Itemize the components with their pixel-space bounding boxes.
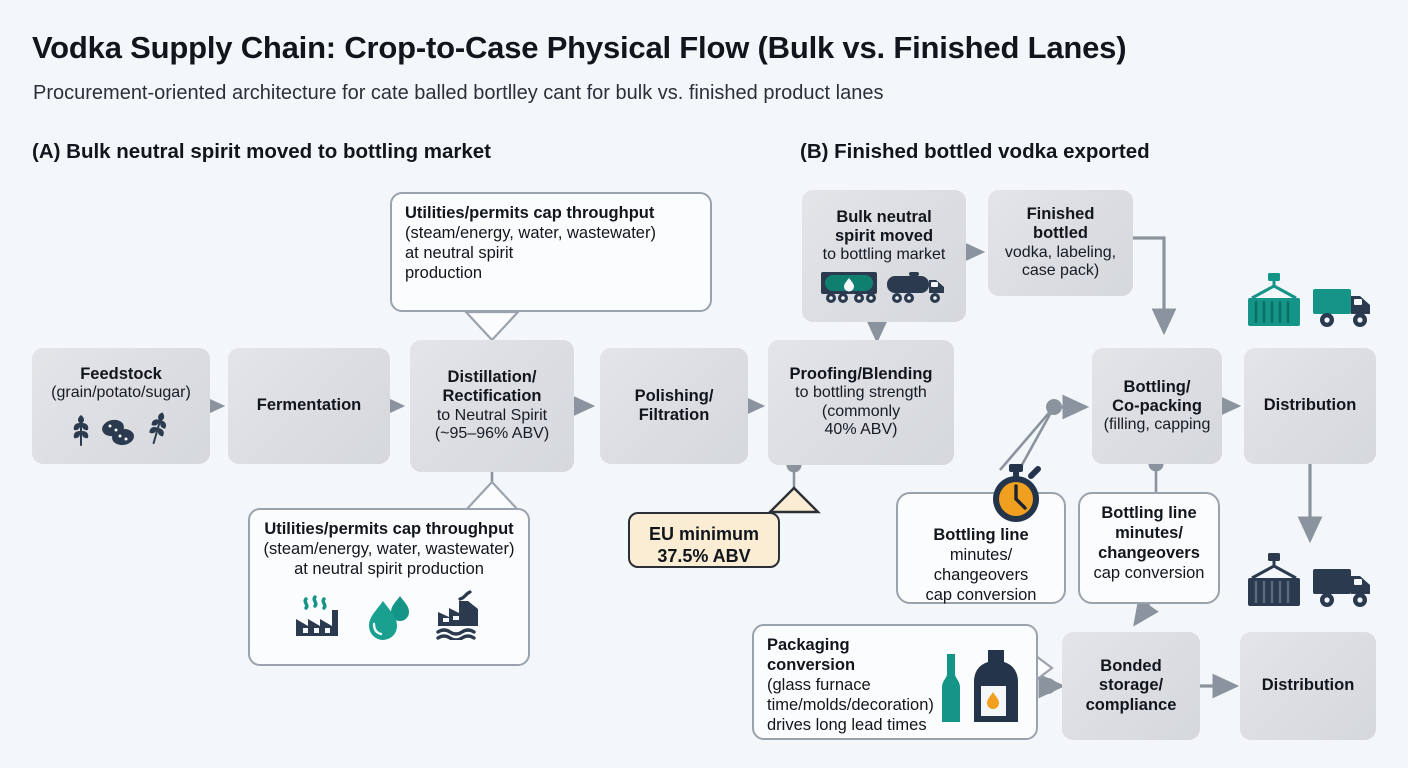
callout-bottling-line-left[interactable]: Bottling line minutes/ changeovers cap c… [896, 492, 1066, 604]
export-icons-bottom [1244, 552, 1376, 610]
callout-pkg-l2: time/molds/decoration) [767, 695, 934, 714]
callout-pkg-l1: (glass furnace [767, 675, 871, 694]
node-proofing-sub-3: 40% ABV) [824, 421, 898, 439]
callout-utilities-top-hd: Utilities/permits cap throughput [405, 204, 655, 222]
factory-steam-icon [296, 595, 338, 636]
wheat-icon [149, 412, 167, 444]
callout-pkg-l3: drives long lead times [767, 715, 927, 734]
node-distillation-title-2: Rectification [442, 387, 542, 406]
callout-bl-right-l1: cap conversion [1093, 563, 1205, 582]
callout-utilities-bottom-l1: (steam/energy, water, wastewater) [263, 539, 515, 558]
node-bonded-title-2: storage/ [1098, 676, 1164, 695]
node-finished-sub-1: vodka, labeling, [1004, 243, 1117, 261]
node-distillation-sub-2: (~95–96% ABV) [434, 425, 550, 443]
node-distribution-top-title: Distribution [1263, 396, 1357, 415]
callout-tail [463, 310, 521, 342]
delivery-truck-icon [1313, 289, 1370, 327]
potato-icon [102, 419, 134, 445]
node-distillation-title-1: Distillation/ [447, 368, 537, 387]
callout-utilities-top[interactable]: Utilities/permits cap throughput (steam/… [390, 192, 712, 312]
callout-utilities-bottom-hd: Utilities/permits cap throughput [264, 520, 514, 538]
glass-bottle-icon [941, 653, 960, 722]
callout-utilities-bottom-l2: at neutral spirit production [294, 559, 484, 578]
export-icons-top [1244, 272, 1376, 330]
node-bottling-sub: (filling, capping [1103, 415, 1211, 433]
node-fermentation-title: Fermentation [256, 396, 362, 415]
node-fermentation[interactable]: Fermentation [228, 348, 390, 464]
node-finished-title-1: Finished [1026, 205, 1095, 224]
callout-bl-left-hd: Bottling line [933, 526, 1029, 544]
shipping-container-icon [1248, 273, 1300, 326]
node-proofing[interactable]: Proofing/Blending to bottling strength (… [768, 340, 954, 465]
hub-dot [484, 311, 500, 327]
node-bonded-title-3: compliance [1085, 695, 1177, 714]
node-bottling-title-2: Co-packing [1112, 396, 1202, 415]
water-droplet-icon [369, 595, 409, 640]
node-polishing-title-1: Polishing/ [634, 386, 714, 405]
tanker-truck-icon [887, 272, 944, 304]
node-feedstock[interactable]: Feedstock (grain/potato/sugar) [32, 348, 210, 464]
callout-utilities-top-l1: (steam/energy, water, wastewater) [405, 223, 656, 242]
node-bottling-copacking[interactable]: Bottling/ Co-packing (filling, capping [1092, 348, 1222, 464]
node-distillation-sub-1: to Neutral Spirit [436, 406, 548, 424]
callout-bl-right-hd-2: minutes/ [1115, 523, 1183, 542]
node-bulk-moved-title-1: Bulk neutral [836, 207, 932, 226]
callout-eu-l1: EU minimum [648, 524, 759, 544]
node-polishing[interactable]: Polishing/ Filtration [600, 348, 748, 464]
section-b-label: (B) Finished bottled vodka exported [800, 140, 1150, 163]
callout-packaging-conversion[interactable]: Packaging conversion (glass furnace time… [752, 624, 1038, 740]
node-proofing-sub-1: to bottling strength [795, 384, 927, 402]
page-title: Vodka Supply Chain: Crop-to-Case Physica… [32, 30, 1127, 65]
node-feedstock-title: Feedstock [80, 365, 162, 384]
node-bonded-title-1: Bonded [1100, 657, 1162, 676]
node-finished-sub-2: case pack) [1021, 262, 1100, 280]
node-bulk-moved[interactable]: Bulk neutral spirit moved to bottling ma… [802, 190, 966, 322]
node-feedstock-sub: (grain/potato/sugar) [51, 384, 191, 402]
node-bulk-moved-title-2: spirit moved [834, 226, 934, 245]
callout-bl-left-l3: cap conversion [925, 585, 1037, 604]
shipping-container-icon [1248, 553, 1300, 606]
callout-bl-left-l2: changeovers [933, 565, 1029, 584]
furnace-icon [973, 649, 1018, 722]
callout-tail [767, 486, 821, 514]
wheat-icon [73, 414, 89, 446]
callout-bl-right-hd-3: changeovers [1098, 543, 1200, 562]
delivery-truck-icon [1313, 569, 1370, 607]
node-proofing-sub-2: (commonly [821, 402, 901, 420]
node-finished-bottled[interactable]: Finished bottled vodka, labeling, case p… [988, 190, 1133, 296]
callout-pkg-hd: Packaging conversion [767, 636, 856, 674]
callout-eu-l2: 37.5% ABV [657, 545, 751, 566]
node-bulk-moved-sub: to bottling market [822, 245, 946, 263]
node-distribution-bottom-title: Distribution [1261, 676, 1355, 695]
node-distribution-bottom[interactable]: Distribution [1240, 632, 1376, 740]
wastewater-plant-icon [436, 590, 478, 640]
section-a-label: (A) Bulk neutral spirit moved to bottlin… [32, 140, 492, 163]
hub-dot [1040, 678, 1056, 694]
callout-bl-right-hd-1: Bottling line [1101, 504, 1197, 522]
node-distribution-top[interactable]: Distribution [1244, 348, 1376, 464]
node-polishing-title-2: Filtration [638, 406, 710, 424]
callout-bl-left-l1: minutes/ [949, 545, 1013, 564]
node-bottling-title-1: Bottling/ [1123, 377, 1191, 396]
stopwatch-icon [993, 464, 1041, 522]
hub-dot [1046, 399, 1062, 415]
node-proofing-title: Proofing/Blending [789, 365, 933, 384]
node-distillation[interactable]: Distillation/ Rectification to Neutral S… [410, 340, 574, 472]
callout-utilities-top-l3: production [405, 263, 483, 282]
callout-tail [463, 480, 521, 512]
callout-utilities-bottom[interactable]: Utilities/permits cap throughput (steam/… [248, 508, 530, 666]
callout-utilities-top-l2: at neutral spirit [405, 243, 514, 262]
page-subtitle: Procurement-oriented architecture for ca… [33, 82, 884, 104]
callout-eu-minimum[interactable]: EU minimum 37.5% ABV [628, 512, 780, 568]
node-bonded-storage[interactable]: Bonded storage/ compliance [1062, 632, 1200, 740]
callout-bottling-line-right[interactable]: Bottling line minutes/ changeovers cap c… [1078, 492, 1220, 604]
tank-container-icon [821, 272, 877, 304]
node-finished-title-2: bottled [1033, 224, 1088, 243]
